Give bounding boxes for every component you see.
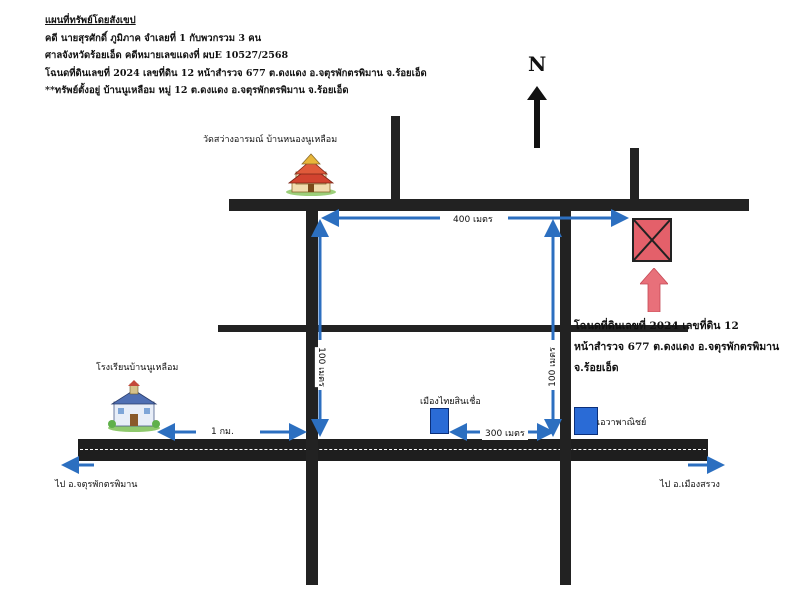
road-middle-horizontal	[218, 325, 688, 332]
plot-note-line-2: หน้าสำรวจ 677 ต.ดงแดง อ.จตุรพักตรพิมาน	[574, 341, 780, 353]
plot-note-line-1: โฉนดที่ดินเลขที่ 2024 เลขที่ดิน 12	[574, 320, 739, 332]
highway-center-line	[80, 449, 706, 450]
distance-school-label: 1 กม.	[208, 424, 237, 438]
target-pointer-arrow-icon	[640, 268, 668, 312]
distance-right-vertical-label: 100 เมตร	[544, 347, 559, 387]
header-block: แผนที่ทรัพย์โดยสังเขป คดี นายสุรศักดิ์ ภ…	[45, 12, 427, 100]
shop-right-label: เอวาพาณิชย์	[597, 418, 647, 428]
temple-icon	[286, 153, 336, 196]
temple-label: วัดสว่างอารมณ์ บ้านหนองนูเหลือม	[203, 135, 338, 145]
direction-right-label: ไป อ.เมืองสรวง	[660, 480, 720, 490]
road-top-horizontal	[229, 199, 749, 211]
direction-left-label: ไป อ.จตุรพักตรพิมาน	[55, 480, 138, 490]
shop-right-marker	[574, 407, 598, 435]
school-label: โรงเรียนบ้านนูเหลือม	[96, 363, 179, 373]
header-line-deed: โฉนดที่ดินเลขที่ 2024 เลขที่ดิน 12 หน้าส…	[45, 67, 427, 79]
distance-top-label: 400 เมตร	[450, 212, 496, 226]
road-main-highway	[78, 439, 708, 461]
shop-left-marker	[430, 408, 449, 434]
road-left-vertical	[306, 205, 318, 585]
header-line-court: ศาลจังหวัดร้อยเอ็ด คดีหมายเลขแดงที่ ผบE …	[45, 50, 289, 61]
road-top-stub	[391, 116, 400, 204]
school-icon	[108, 380, 160, 432]
distance-bottom-label: 300 เมตร	[482, 426, 528, 440]
north-arrow-icon	[527, 86, 547, 148]
target-cross-icon	[633, 219, 671, 261]
north-label: N	[528, 52, 547, 76]
distance-left-vertical-label: 100 เมตร	[314, 347, 329, 387]
road-right-vertical	[560, 205, 571, 585]
shop-left-label: เมืองไทยสินเชื่อ	[420, 397, 481, 407]
road-right-top-stub	[630, 148, 639, 204]
map-title: แผนที่ทรัพย์โดยสังเขป	[45, 15, 136, 26]
header-line-case: คดี นายสุรศักดิ์ ภูมิภาค จำเลยที่ 1 กับพ…	[45, 32, 262, 44]
header-line-location: **ทรัพย์ตั้งอยู่ บ้านนูเหลือม หมู่ 12 ต.…	[45, 85, 349, 96]
plot-note-line-3: จ.ร้อยเอ็ด	[574, 362, 619, 374]
target-plot-marker	[632, 218, 672, 262]
plot-note: โฉนดที่ดินเลขที่ 2024 เลขที่ดิน 12 หน้าส…	[574, 316, 779, 379]
